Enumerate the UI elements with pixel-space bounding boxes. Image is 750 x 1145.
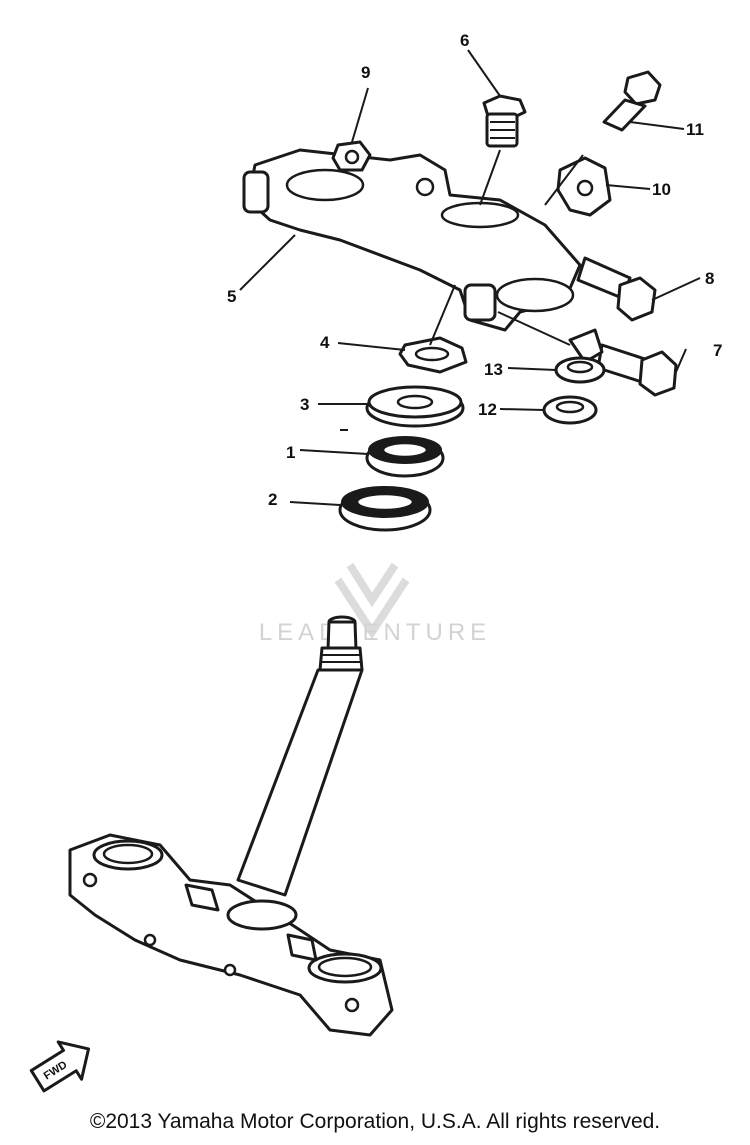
callout-3: 3 — [300, 395, 309, 414]
callout-2: 2 — [268, 490, 277, 509]
cover-3 — [365, 385, 465, 428]
watermark-text: LEADVENTURE — [259, 619, 491, 646]
bolt-11 — [602, 70, 662, 132]
bearing-2 — [338, 486, 432, 532]
callout-4: 4 — [320, 333, 330, 352]
ring-nut-4 — [398, 336, 468, 374]
bolt-8 — [576, 256, 657, 322]
watermark-logo — [346, 562, 399, 608]
fwd-arrow: FWD — [29, 1040, 91, 1093]
callout-7: 7 — [713, 341, 722, 360]
bracket-clamp-left — [285, 168, 365, 202]
crown-bolt — [482, 94, 527, 148]
steering-stem — [236, 615, 364, 897]
watermark-logo-inner — [334, 577, 410, 640]
stem-base — [226, 899, 298, 931]
upper-bracket — [242, 148, 582, 332]
under-bracket — [68, 833, 394, 1037]
callout-5: 5 — [227, 287, 236, 306]
callout-labels: 1 2 3 4 5 6 7 8 9 10 11 12 13 — [227, 31, 722, 509]
callout-6: 6 — [460, 31, 469, 50]
callout-9: 9 — [361, 63, 370, 82]
damper-12 — [542, 395, 598, 425]
bracket-bolt-hole — [415, 177, 435, 197]
holder-10 — [556, 156, 612, 217]
bolt-7 — [596, 343, 678, 397]
copyright-footer: ©2013 Yamaha Motor Corporation, U.S.A. A… — [89, 1110, 661, 1133]
leader-lines — [239, 49, 701, 506]
callout-1: 1 — [286, 443, 295, 462]
bracket-right-end — [463, 283, 497, 322]
steering-stem-exploded-diagram: LEADVENTURE — [29, 31, 722, 1093]
bracket-center-hole — [440, 201, 520, 229]
callout-10: 10 — [652, 180, 671, 199]
callout-12: 12 — [478, 400, 497, 419]
watermark: LEADVENTURE — [259, 562, 491, 646]
bearing-1 — [365, 436, 445, 478]
bracket-left-end — [242, 170, 270, 214]
callout-13: 13 — [484, 360, 503, 379]
damper-13 — [554, 328, 606, 384]
bracket-clamp-right — [495, 277, 575, 313]
nut-9 — [331, 140, 372, 172]
callout-8: 8 — [705, 269, 714, 288]
callout-11: 11 — [686, 120, 704, 139]
